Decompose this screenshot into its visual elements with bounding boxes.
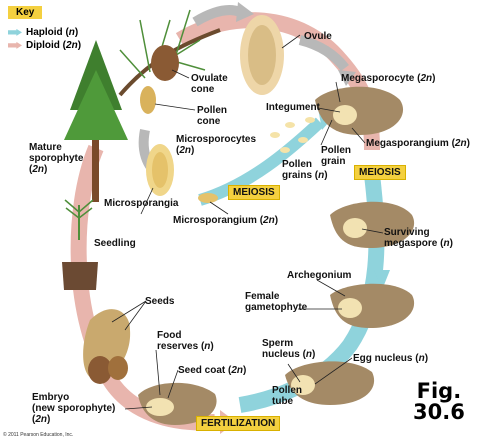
label-surviving-megaspore: Surviving megaspore (n): [384, 227, 453, 249]
label-pollen-tube: Pollen tube: [272, 385, 302, 407]
stage-fertilization: FERTILIZATION: [196, 416, 280, 431]
label-mature-sporophyte: Mature sporophyte (2n): [29, 142, 83, 175]
label-egg-nucleus: Egg nucleus (n): [353, 353, 428, 364]
key-diploid: Diploid (2n): [8, 40, 81, 51]
label-megasporangium: Megasporangium (2n): [366, 138, 470, 149]
label-ovule: Ovule: [304, 31, 332, 42]
label-ovulate-cone: Ovulate cone: [191, 73, 228, 95]
label-embryo: Embryo (new sporophyte) (2n): [32, 392, 115, 425]
ovule-illustration: [240, 15, 284, 95]
label-food-reserves: Food reserves (n): [157, 330, 214, 352]
mature-sporophyte-tree: [64, 40, 128, 202]
label-seeds: Seeds: [145, 296, 174, 307]
label-integument: Integument: [266, 102, 320, 113]
label-sperm-nucleus: Sperm nucleus (n): [262, 338, 315, 360]
label-seedling: Seedling: [94, 238, 136, 249]
label-microsporocytes: Microsporocytes (2n): [176, 134, 256, 156]
key-haploid: Haploid (n): [8, 27, 78, 38]
label-microsporangium: Microsporangium (2n): [173, 215, 278, 226]
key-legend: Key Haploid (n) Diploid (2n): [4, 3, 100, 53]
label-megasporocyte: Megasporocyte (2n): [341, 73, 436, 84]
label-microsporangia: Microsporangia: [104, 198, 178, 209]
label-pollen-cone: Pollen cone: [197, 105, 227, 127]
stage-meiosis-left: MEIOSIS: [228, 185, 280, 200]
haploid-arrow-icon: [8, 29, 22, 36]
ovulate-cone-shape: [151, 45, 179, 81]
figure-label: Fig. 30.6: [413, 381, 465, 423]
copyright-credit: © 2011 Pearson Education, Inc.: [3, 432, 73, 438]
key-diploid-label: Diploid (2n): [26, 40, 81, 51]
diploid-arrow-icon: [8, 42, 22, 49]
label-pollen-grains: Pollen grains (n): [282, 159, 328, 181]
label-seed-coat: Seed coat (2n): [178, 365, 246, 376]
label-archegonium: Archegonium: [287, 270, 351, 281]
stage-meiosis-right: MEIOSIS: [354, 165, 406, 180]
key-title: Key: [8, 6, 42, 19]
pollen-cone-shape: [140, 86, 156, 114]
seeds-illustration: [83, 309, 130, 384]
label-female-gametophyte: Female gametophyte: [245, 291, 307, 313]
key-haploid-label: Haploid (n): [26, 27, 78, 38]
